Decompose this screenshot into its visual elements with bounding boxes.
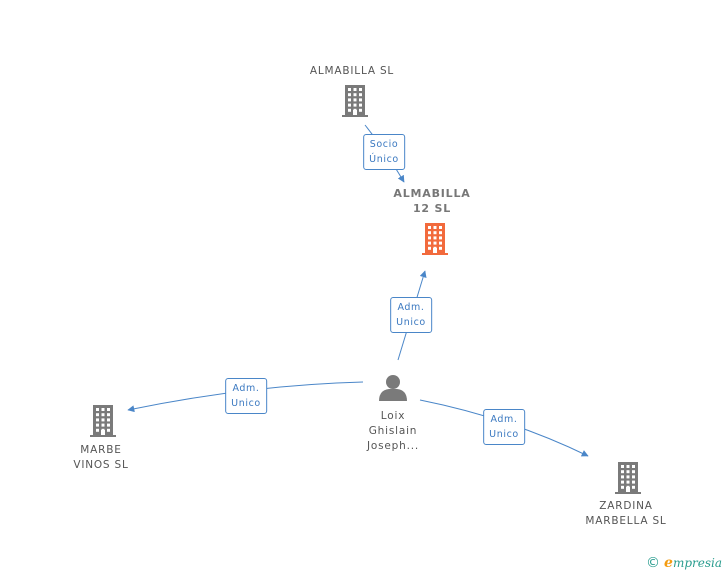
node-label-line: ALMABILLA bbox=[393, 187, 471, 200]
node-label-line: 12 SL bbox=[412, 202, 452, 215]
node-label-line: Ghislain bbox=[368, 425, 418, 437]
node-label-almabilla-12-sl[interactable]: ALMABILLA 12 SL bbox=[393, 186, 470, 216]
edge-label-line: Socio bbox=[369, 139, 399, 150]
node-label-line: ZARDINA bbox=[599, 500, 653, 512]
node-label-line: VINOS SL bbox=[73, 459, 129, 471]
node-label-line: MARBELLA SL bbox=[585, 515, 667, 527]
node-label-line: Loix bbox=[380, 410, 406, 422]
edge-label-line: Adm. bbox=[397, 302, 425, 313]
building-icon-almabilla-12-sl[interactable] bbox=[422, 223, 448, 255]
building-icon-marbe-vinos-sl[interactable] bbox=[90, 405, 116, 437]
copyright-icon: © bbox=[646, 555, 661, 571]
node-label-line: MARBE bbox=[80, 444, 122, 456]
edge-label-line: Unico bbox=[231, 398, 261, 409]
brand-footer[interactable]: © empresia bbox=[646, 555, 722, 571]
node-label-zardina-marbella-sl[interactable]: ZARDINA MARBELLA SL bbox=[585, 499, 666, 529]
edge-label-line: Adm. bbox=[490, 414, 518, 425]
node-label-marbe-vinos-sl[interactable]: MARBE VINOS SL bbox=[73, 443, 128, 473]
edge-label-line: Adm. bbox=[232, 383, 260, 394]
edge-label-zardina-marbella-sl[interactable]: Adm. Unico bbox=[483, 409, 525, 445]
brand-logo: empresia bbox=[664, 555, 722, 571]
edge-label-marbe-vinos-sl[interactable]: Adm. Unico bbox=[225, 378, 267, 414]
edge-label-line: Unico bbox=[396, 317, 426, 328]
building-icon-zardina-marbella-sl[interactable] bbox=[615, 462, 641, 494]
node-label-line: ALMABILLA SL bbox=[309, 65, 395, 77]
node-label-line: Joseph... bbox=[367, 440, 419, 452]
edge-label-line: Único bbox=[369, 154, 399, 165]
building-icon-almabilla-sl[interactable] bbox=[342, 85, 368, 117]
edge-label-almabilla-12-sl[interactable]: Adm. Unico bbox=[390, 297, 432, 333]
node-label-almabilla-sl[interactable]: ALMABILLA SL bbox=[310, 64, 394, 79]
edge-label-line: Unico bbox=[489, 429, 519, 440]
person-icon-loix-ghislain[interactable] bbox=[379, 375, 407, 401]
